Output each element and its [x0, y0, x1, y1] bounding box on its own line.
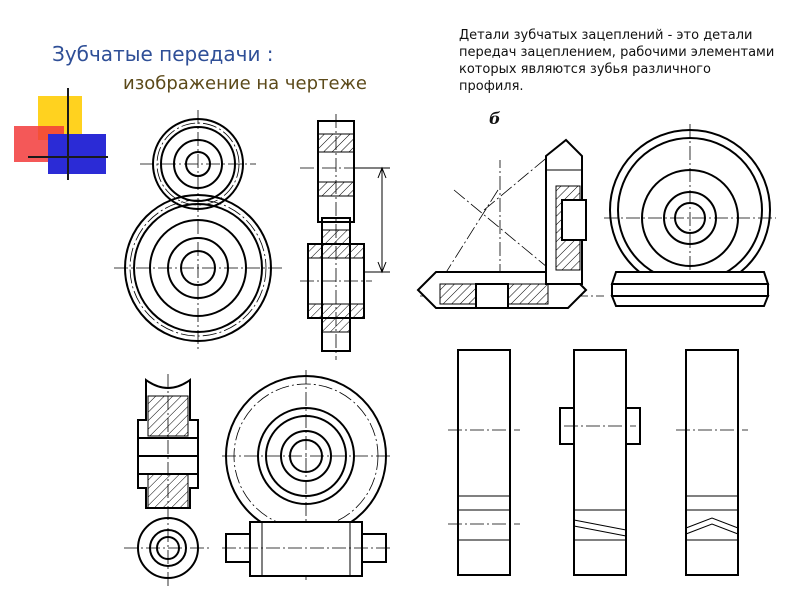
spur-gear-pair-section-view — [300, 114, 390, 360]
worm-gear-front-view — [222, 370, 392, 580]
figure-label: б — [489, 109, 501, 128]
bevel-gear-pair-section-view — [416, 138, 604, 309]
herringbone-rack-view — [676, 349, 748, 576]
worm-gear-section-view — [124, 374, 212, 586]
slide-title: Зубчатые передачи : — [52, 42, 274, 66]
deco-horizontal-line — [28, 156, 108, 158]
deco-blue-square — [48, 134, 106, 174]
deco-vertical-line — [67, 88, 69, 180]
spur-gear-pair-front-view — [114, 110, 282, 352]
slide-subtitle: изображение на чертеже — [123, 73, 367, 94]
intro-text: Детали зубчатых зацеплений - это детали … — [459, 28, 775, 94]
bevel-gear-pair-front-view — [604, 124, 776, 307]
helical-rack-view — [559, 349, 641, 576]
spur-rack-view — [448, 349, 520, 576]
